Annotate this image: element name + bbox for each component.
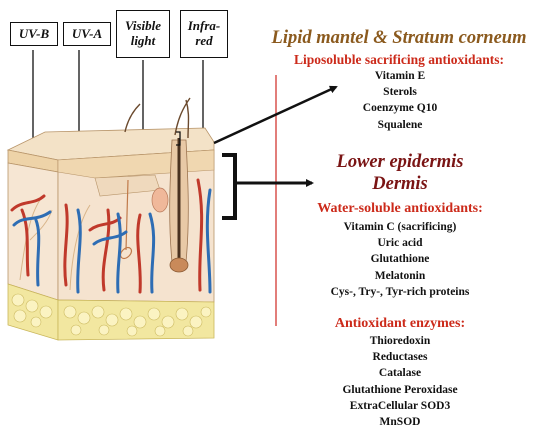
dermis-title: Dermis — [372, 174, 428, 194]
infrared-label: Infra-red — [180, 10, 228, 58]
antioxidant-enzymes-subtitle: Antioxidant enzymes: — [334, 316, 466, 331]
list-item: Vitamin E — [374, 70, 426, 82]
list-item: Uric acid — [377, 237, 423, 250]
list-item: Coenzyme Q10 — [362, 102, 438, 115]
liposoluble-subtitle: Liposoluble sacrificing antioxidants: — [293, 52, 505, 67]
antioxidant-enzymes-list: Thioredoxin Reductases Catalase Glutathi… — [280, 333, 520, 430]
stratum-corneum-bracket — [176, 131, 181, 146]
list-item: Thioredoxin — [369, 335, 431, 347]
list-item: Vitamin C (sacrificing) — [343, 221, 457, 233]
visible-light-label: Visible light — [116, 10, 170, 58]
list-item: Glutathione Peroxidase — [342, 383, 458, 396]
list-item: MnSOD — [379, 416, 421, 429]
uva-label: UV-A — [63, 22, 111, 46]
lipid-section-title: Lipid mantel & Stratum corneum — [271, 28, 527, 48]
list-item: ExtraCellular SOD3 — [349, 399, 451, 412]
skin-block — [6, 97, 215, 341]
lipid-pointer-arrow — [213, 85, 338, 145]
list-item: Melatonin — [374, 269, 426, 282]
uvb-label: UV-B — [10, 22, 58, 46]
lower-epidermis-title: Lower epidermis — [336, 152, 464, 172]
water-soluble-list: Vitamin C (sacrificing) Uric acid Glutat… — [280, 219, 520, 300]
list-item: Squalene — [377, 118, 423, 131]
list-item: Catalase — [378, 367, 422, 380]
list-item: Cys-, Try-, Tyr-rich proteins — [330, 285, 470, 298]
liposoluble-list: Vitamin E Sterols Coenzyme Q10 Squalene — [300, 68, 500, 133]
water-soluble-subtitle: Water-soluble antioxidants: — [317, 201, 483, 216]
list-item: Sterols — [383, 86, 417, 99]
dermis-bracket — [222, 153, 237, 220]
list-item: Glutathione — [370, 253, 430, 266]
list-item: Reductases — [372, 351, 428, 364]
